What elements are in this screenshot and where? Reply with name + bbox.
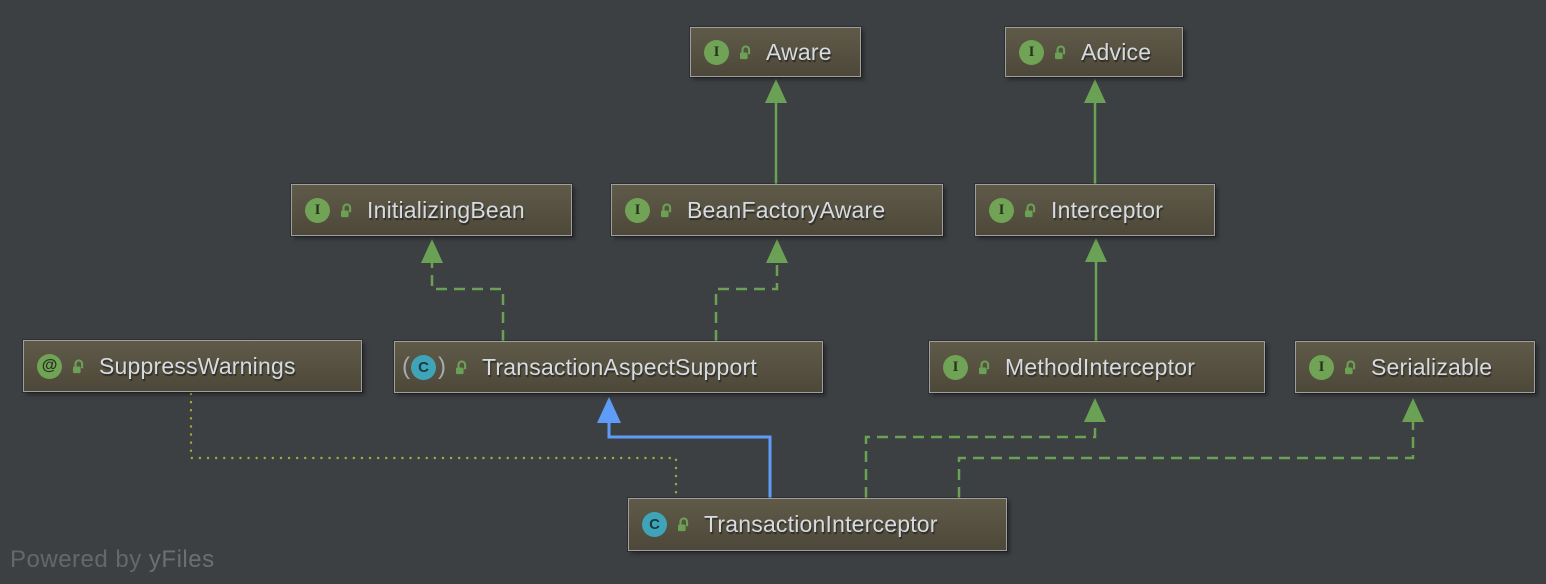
class-icon: C	[642, 512, 667, 537]
node-abstract-class-transactionaspectsupport[interactable]: ( C ) TransactionAspectSupport	[394, 341, 823, 393]
node-interface-interceptor[interactable]: I Interceptor	[975, 184, 1215, 236]
arrowhead-interceptor	[1085, 238, 1107, 262]
yfiles-watermark: Powered by yFiles	[10, 546, 215, 574]
node-label: TransactionInterceptor	[704, 511, 938, 537]
edge-interceptor-to-advice[interactable]	[1084, 79, 1106, 184]
node-interface-initializingbean[interactable]: I InitializingBean	[291, 184, 572, 236]
public-lock-icon	[1345, 359, 1356, 374]
arrowhead-beanfactoryaware	[766, 239, 788, 263]
node-label: Advice	[1081, 38, 1152, 65]
public-lock-icon	[678, 517, 689, 532]
edge-methodinterceptor-to-interceptor[interactable]	[1085, 238, 1107, 341]
arrowhead-serializable	[1402, 398, 1424, 422]
public-lock-icon	[1055, 44, 1066, 59]
abstract-class-icon: C	[411, 354, 436, 380]
watermark-text: Powered by	[10, 546, 149, 573]
arrowhead-transactionaspectsupport	[597, 397, 621, 423]
edge-transactioninterceptor-to-transactionaspectsupport[interactable]	[597, 397, 772, 498]
edge-suppresswarnings-to-transactioninterceptor[interactable]	[189, 392, 678, 498]
public-lock-icon	[73, 358, 84, 373]
edge-transactionaspectsupport-to-beanfactoryaware[interactable]	[714, 239, 788, 341]
public-lock-icon	[979, 359, 990, 374]
interface-icon: I	[625, 197, 650, 223]
public-lock-icon	[740, 44, 751, 59]
node-label: TransactionAspectSupport	[482, 353, 757, 380]
interface-icon: I	[1309, 354, 1334, 380]
interface-icon: I	[943, 354, 968, 380]
node-interface-methodinterceptor[interactable]: I MethodInterceptor	[929, 341, 1265, 393]
interface-icon: I	[704, 39, 729, 65]
arrowhead-advice	[1084, 79, 1106, 103]
node-interface-aware[interactable]: I Aware	[690, 27, 861, 77]
interface-icon: I	[305, 197, 330, 223]
public-lock-icon	[661, 202, 672, 217]
node-interface-serializable[interactable]: I Serializable	[1295, 341, 1535, 393]
abstract-paren-left: (	[402, 353, 410, 380]
annotation-icon: @	[37, 353, 62, 379]
arrowhead-aware	[765, 79, 787, 103]
node-label: InitializingBean	[367, 196, 525, 223]
interface-icon: I	[1019, 39, 1044, 65]
edge-transactionaspectsupport-to-initializingbean[interactable]	[421, 239, 505, 341]
public-lock-icon	[456, 359, 467, 374]
node-interface-advice[interactable]: I Advice	[1005, 27, 1183, 77]
public-lock-icon	[1025, 202, 1036, 217]
public-lock-icon	[341, 202, 352, 217]
arrowhead-initializingbean	[421, 239, 443, 263]
abstract-paren-right: )	[438, 353, 446, 380]
node-label: Serializable	[1371, 353, 1493, 380]
arrowhead-methodinterceptor	[1084, 398, 1106, 422]
edge-transactioninterceptor-to-methodinterceptor[interactable]	[864, 398, 1106, 498]
watermark-brand: yFiles	[148, 546, 215, 573]
node-label: BeanFactoryAware	[687, 196, 886, 223]
edge-transactioninterceptor-to-serializable[interactable]	[957, 398, 1424, 498]
node-annotation-suppresswarnings[interactable]: @ SuppressWarnings	[23, 340, 362, 392]
node-label: Interceptor	[1051, 196, 1164, 223]
node-class-transactioninterceptor[interactable]: C TransactionInterceptor	[628, 498, 1007, 551]
edge-beanfactoryaware-to-aware[interactable]	[765, 79, 787, 184]
node-label: Aware	[766, 38, 832, 65]
node-label: MethodInterceptor	[1005, 353, 1196, 380]
interface-icon: I	[989, 197, 1014, 223]
node-label: SuppressWarnings	[99, 352, 296, 379]
node-interface-beanfactoryaware[interactable]: I BeanFactoryAware	[611, 184, 943, 236]
